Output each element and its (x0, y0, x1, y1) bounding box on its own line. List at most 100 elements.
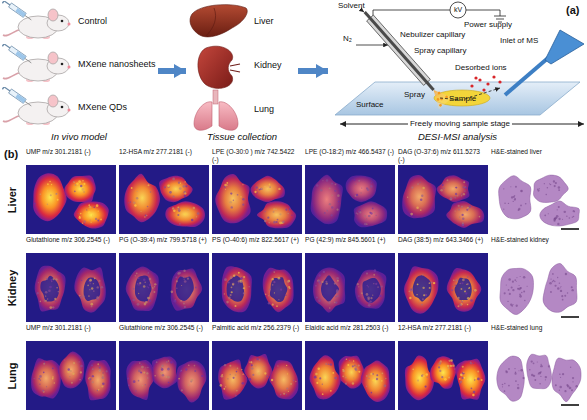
ion-image (56, 193, 57, 194)
ion-image (462, 223, 464, 225)
he-stain-image (559, 373, 561, 375)
ion-image (180, 300, 182, 302)
ion-image (178, 272, 181, 275)
ion-image (43, 372, 45, 374)
ion-image (73, 362, 75, 364)
ion-image (89, 220, 90, 221)
ion-image (149, 278, 152, 281)
ion-image (413, 275, 432, 302)
he-stain-image (550, 291, 552, 293)
ion-image (457, 297, 459, 299)
ion-image (459, 216, 460, 217)
ion-image (26, 341, 116, 410)
ion-image (461, 282, 463, 284)
ion-image (258, 372, 260, 374)
ion-image (97, 286, 99, 288)
annotation-label: Freely moving sample stage (408, 119, 512, 128)
node-label: PS (O-40:6) m/z 822.5617 (+) (212, 236, 302, 253)
ion-image (291, 215, 292, 216)
ion-image (101, 385, 103, 387)
he-stain-image (510, 186, 511, 187)
desi-schematic (450, 2, 466, 18)
ion-image (474, 289, 477, 292)
ion-image (456, 187, 458, 189)
ion-image (136, 272, 138, 274)
he-stain-image (507, 301, 508, 302)
ion-image (172, 195, 174, 197)
ion-image (256, 192, 257, 193)
ion-image (96, 204, 99, 207)
ion-image (354, 367, 356, 369)
ion-image (242, 382, 245, 385)
ion-image (463, 193, 465, 195)
ion-image (128, 202, 129, 203)
he-stain-image (552, 281, 553, 282)
ion-image (420, 209, 422, 211)
node-label: DAG (O-37:6) m/z 611.5273 (-) (398, 148, 488, 165)
ion-image (98, 370, 100, 372)
ion-image (277, 219, 279, 221)
he-stain-image (505, 370, 506, 371)
ion-image (34, 378, 35, 379)
ion-image (450, 365, 452, 367)
he-stain-image (514, 368, 515, 369)
he-stain-image (560, 377, 561, 378)
he-stain-image (550, 278, 551, 279)
ion-image (398, 341, 488, 410)
ion-image (322, 393, 324, 395)
ion-image (287, 213, 289, 215)
ion-image (270, 277, 287, 302)
ion-image (225, 386, 226, 387)
ion-image (130, 201, 132, 203)
ion-image (450, 198, 453, 201)
ion-image (45, 295, 46, 296)
ion-image (366, 386, 367, 387)
ion-image (144, 216, 145, 217)
ion-image (135, 390, 136, 391)
annotation-label: Kidney (6, 269, 18, 306)
ion-image (465, 187, 467, 189)
ion-image (242, 374, 243, 375)
ion-image (38, 378, 40, 380)
ion-image (92, 381, 94, 383)
ion-image (356, 212, 358, 214)
ion-image (102, 374, 104, 376)
annotation-label: N₂ (343, 34, 352, 43)
ion-image (236, 390, 238, 392)
ion-image (372, 295, 373, 296)
ion-image (178, 209, 181, 212)
organ-group: Lung (186, 88, 298, 130)
ion-image (263, 366, 264, 367)
node-label: In vivo model (0, 131, 158, 142)
ion-image (352, 382, 354, 384)
he-stain-image (514, 373, 516, 375)
ion-image (277, 365, 279, 367)
mouse-group: Control (0, 0, 158, 42)
ion-image (325, 363, 327, 365)
he-stain-image (508, 368, 510, 370)
ion-image-tile: Glutathione m/z 306.2545 (-) (26, 236, 116, 322)
ion-image (193, 207, 195, 209)
ion-image (305, 341, 395, 410)
he-stain-image (575, 385, 577, 387)
ion-image (374, 212, 375, 213)
he-stain-image (567, 385, 569, 387)
ion-image (422, 375, 424, 377)
ion-image (173, 209, 176, 212)
he-stain-image (504, 383, 505, 384)
desi-schematic (470, 84, 473, 87)
he-stain-image (537, 361, 538, 362)
ion-image (335, 296, 337, 298)
ion-image (385, 378, 387, 380)
ion-image (180, 183, 181, 184)
ion-image (356, 366, 357, 367)
he-stain-image (504, 390, 506, 392)
ion-image (91, 306, 93, 308)
ion-image (46, 278, 48, 280)
ion-image (273, 281, 275, 283)
ion-image (90, 303, 93, 306)
ion-image (89, 206, 92, 209)
ion-image (409, 297, 411, 299)
ion-image (40, 301, 42, 303)
